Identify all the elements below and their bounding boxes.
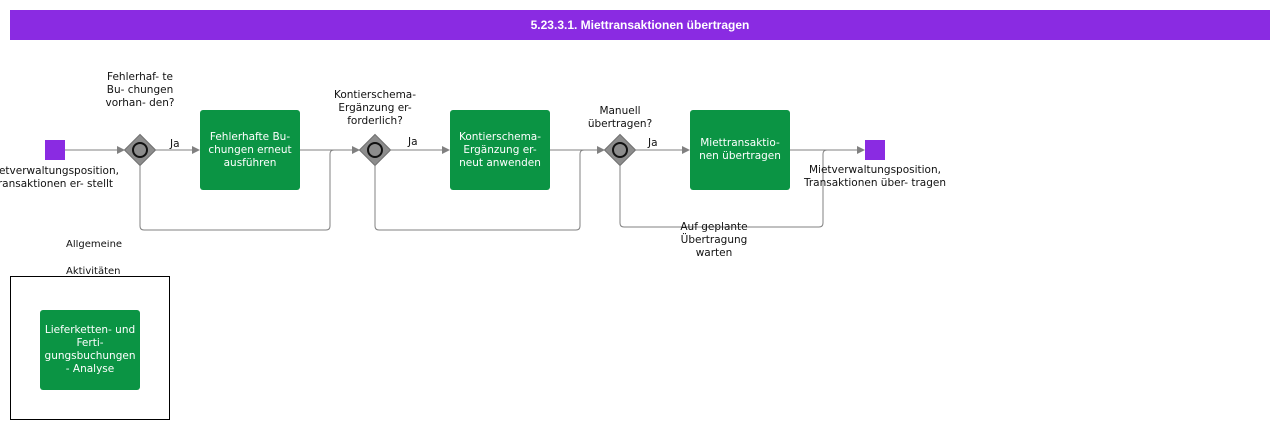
task-kontierschema-ergaenzung[interactable]: Kontierschema- Ergänzung er- neut anwend… [450, 110, 550, 190]
diagram-title: 5.23.3.1. Miettransaktionen übertragen [10, 10, 1270, 40]
connector-g1-no [139, 149, 335, 231]
group-title-line-2-clip: Aktivitäten [60, 266, 140, 275]
group-title-line-1: Allgemeine [66, 240, 123, 249]
end-event[interactable] [865, 140, 885, 160]
connector-g3-no [619, 149, 828, 228]
flow-label-yes-3: Ja [648, 137, 658, 149]
start-event-label: Mietverwaltungsposition, Transaktionen e… [0, 165, 119, 190]
flow-label-yes-1: Ja [170, 138, 180, 150]
flow-label-yes-2: Ja [408, 136, 418, 148]
flow-label-wait: Auf geplante Übertragung warten [680, 221, 748, 259]
task-miettransaktionen[interactable]: Miettransaktio- nen übertragen [690, 110, 790, 190]
gateway-1 [123, 133, 157, 167]
start-event[interactable] [45, 140, 65, 160]
connector-g2-no [374, 149, 585, 231]
task-fehlerhafte-buchungen[interactable]: Fehlerhafte Bu- chungen erneut ausführen [200, 110, 300, 190]
task-lieferketten-analyse[interactable]: Lieferketten- und Ferti- gungsbuchungen … [40, 310, 140, 390]
gateway-2-question: Kontierschema- Ergänzung er- forderlich? [333, 89, 417, 127]
gateway-2 [358, 133, 392, 167]
group-title-line-1-clip: Allgemeine [60, 240, 140, 249]
end-event-label: Mietverwaltungsposition, Transaktionen ü… [803, 164, 947, 189]
group-title-line-2: Aktivitäten [66, 266, 121, 275]
gateway-3 [603, 133, 637, 167]
gateway-3-question: Manuell übertragen? [587, 105, 653, 130]
gateway-1-question: Fehlerhaf- te Bu- chungen vorhan- den? [105, 71, 175, 109]
